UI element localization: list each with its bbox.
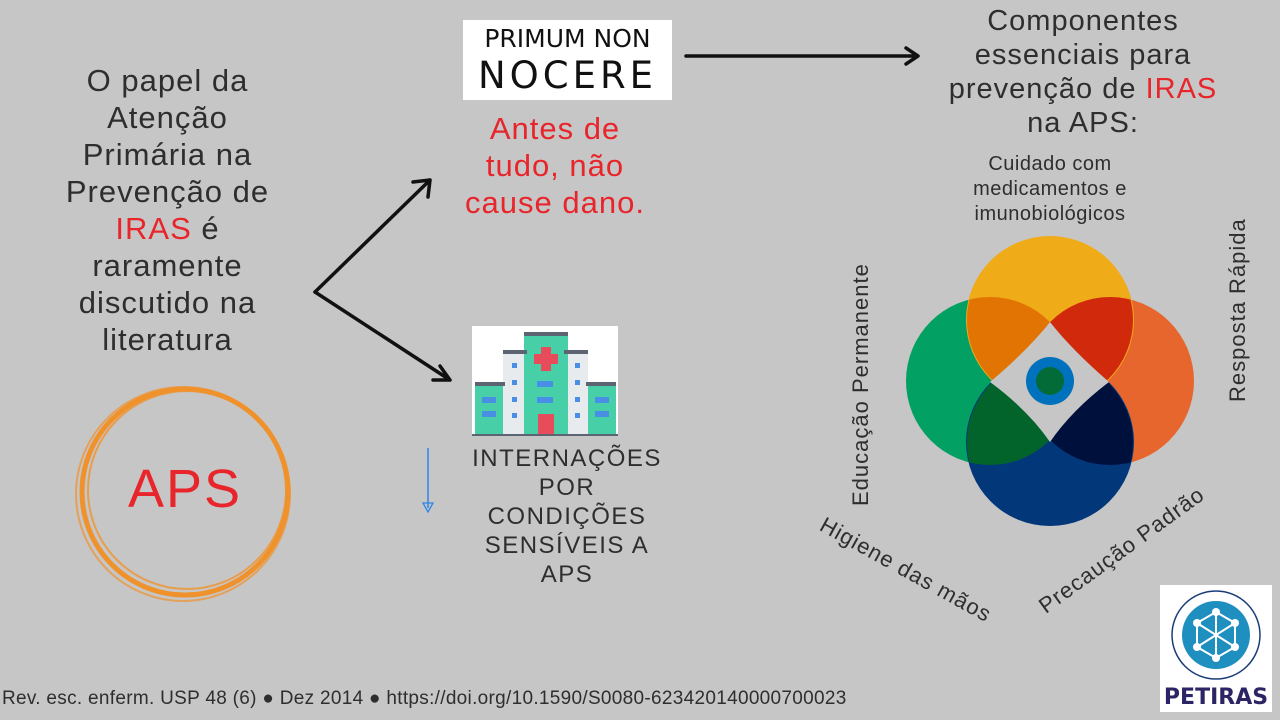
motto-translation: Antes de tudo, não cause dano. — [420, 110, 690, 221]
primum-non-nocere-box: PRIMUM NON NOCERE — [463, 20, 672, 100]
logo-name: PETIRAS — [1163, 685, 1269, 710]
petiras-logo: PETIRAS — [1160, 585, 1272, 712]
motto-line: PRIMUM NON — [484, 24, 651, 53]
label-line: INTERNAÇÕES — [472, 445, 662, 472]
iras-highlight: IRAS — [1145, 73, 1218, 105]
title-line: O papel da — [86, 63, 249, 98]
title-line: Componentes — [987, 5, 1179, 37]
translation-line: cause dano. — [465, 185, 645, 220]
aps-orange-ring — [75, 386, 291, 602]
components-flower-logo — [906, 236, 1194, 526]
main-title: O papel da Atenção Primária na Prevenção… — [0, 62, 335, 358]
arrow-to-motto — [313, 178, 432, 294]
title-line: essenciais para — [974, 39, 1192, 71]
title-line: IRAS é — [0, 210, 335, 247]
hospitalizations-label: INTERNAÇÕES POR CONDIÇÕES SENSÍVEIS A AP… — [430, 444, 704, 589]
network-emblem-icon — [1171, 590, 1261, 680]
title-line: literatura — [102, 322, 233, 357]
title-line: Primária na — [82, 137, 253, 172]
component-medication-care: Cuidado com medicamentos e imunobiológic… — [920, 152, 1180, 227]
label-line: SENSÍVEIS A — [484, 532, 650, 559]
components-title: Componentes essenciais para prevenção de… — [900, 4, 1266, 140]
label-line: POR — [538, 474, 596, 501]
hospital-icon — [472, 326, 618, 436]
title-line: Atenção — [107, 100, 228, 135]
title-line: na APS: — [1027, 107, 1139, 139]
label-line: CONDIÇÕES — [487, 503, 647, 530]
component-line: Cuidado com — [988, 153, 1112, 175]
citation-footer: Rev. esc. enferm. USP 48 (6) ● Dez 2014 … — [2, 688, 847, 709]
title-line: raramente — [92, 248, 243, 283]
translation-line: tudo, não — [485, 148, 625, 183]
aps-badge-text: APS — [127, 459, 243, 519]
title-line: prevenção de IRAS — [900, 72, 1266, 106]
title-line: Prevenção de — [65, 174, 270, 209]
title-fragment: prevenção de — [948, 73, 1146, 105]
title-line: discutido na — [78, 285, 257, 320]
component-line: imunobiológicos — [974, 203, 1126, 225]
title-fragment: é — [191, 211, 220, 246]
motto-line: NOCERE — [477, 54, 658, 97]
arrow-to-components — [684, 46, 920, 66]
translation-line: Antes de — [489, 111, 621, 146]
component-line: medicamentos e — [973, 178, 1127, 200]
blue-down-arrow-icon — [421, 448, 435, 514]
arrow-to-hospital — [313, 290, 452, 382]
iras-highlight: IRAS — [115, 211, 192, 246]
label-line: APS — [540, 561, 594, 588]
